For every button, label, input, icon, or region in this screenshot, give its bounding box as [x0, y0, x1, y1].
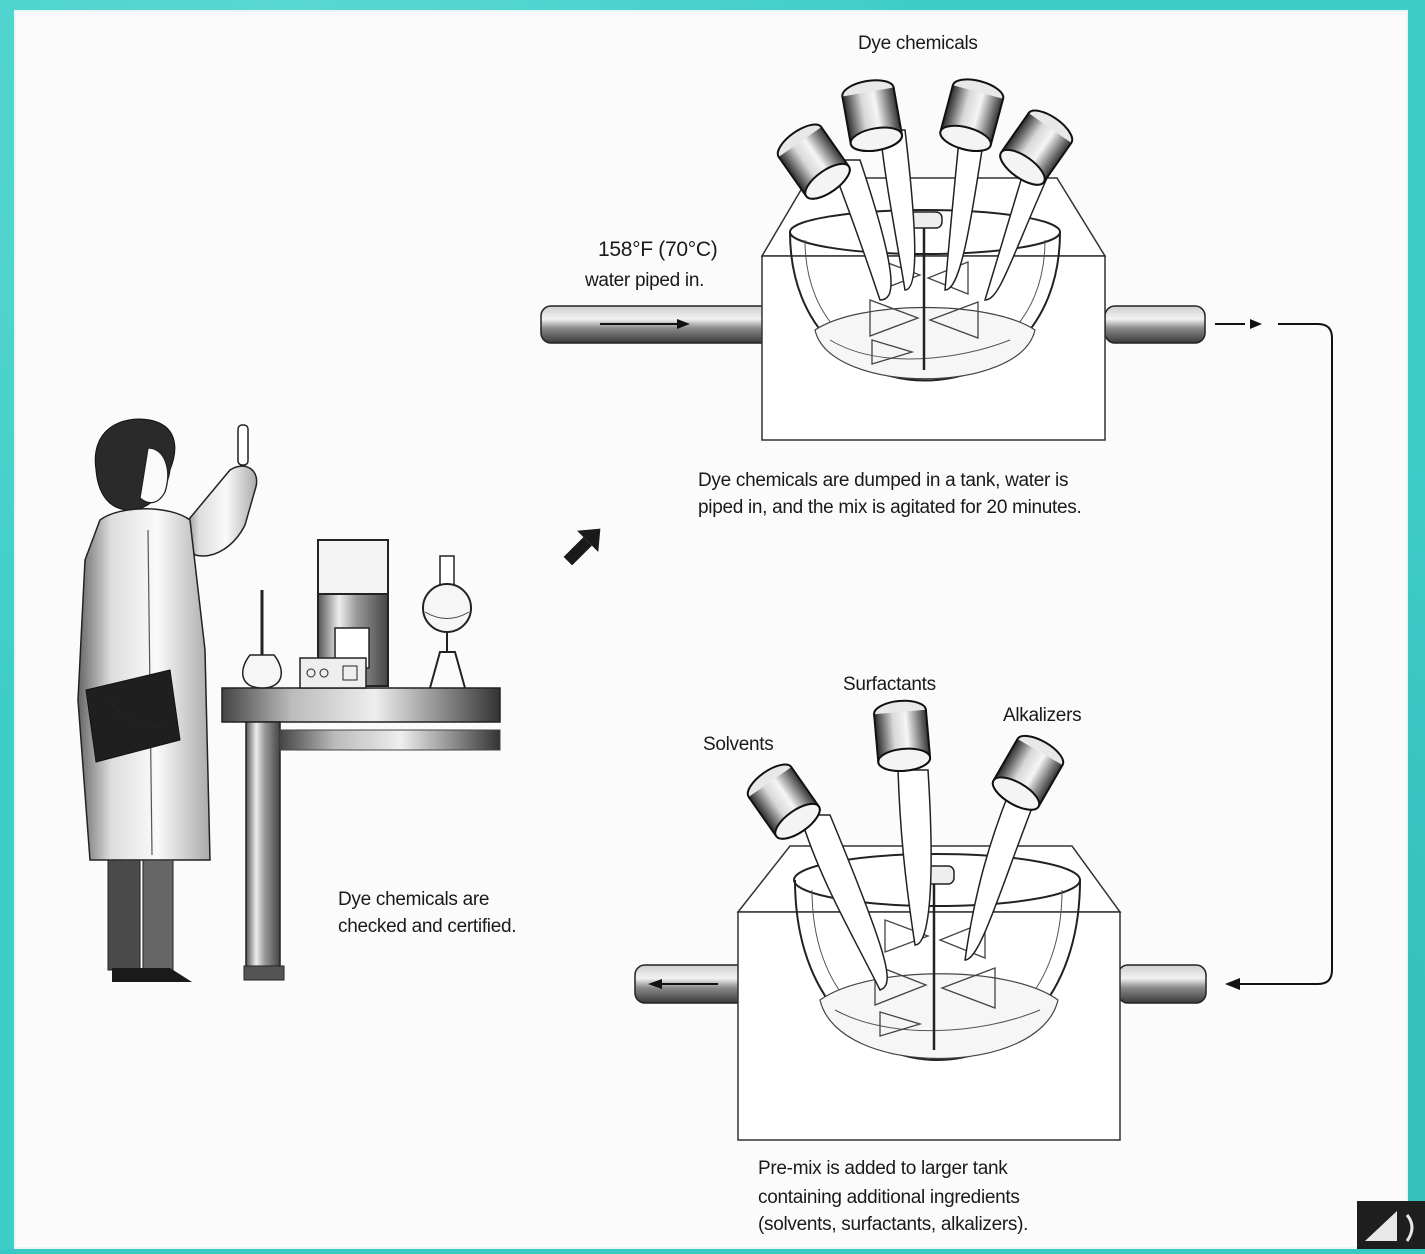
- label-temperature: 158°F (70°C): [598, 236, 717, 263]
- caption-left-line2: checked and certified.: [338, 913, 516, 940]
- label-dye-chemicals: Dye chemicals: [858, 30, 978, 57]
- bottom-mixing-tank: [635, 699, 1206, 1140]
- label-solvents: Solvents: [703, 731, 773, 758]
- connector-path: [1215, 319, 1332, 990]
- speaker-icon[interactable]: [1357, 1201, 1425, 1249]
- caption-top-line1: Dye chemicals are dumped in a tank, wate…: [698, 467, 1068, 494]
- caption-bottom-line3: (solvents, surfactants, alkalizers).: [758, 1211, 1028, 1238]
- caption-left-line1: Dye chemicals are: [338, 886, 489, 913]
- arrow-up-right-icon: [557, 518, 611, 572]
- label-surfactants: Surfactants: [843, 671, 936, 698]
- label-water-piped: water piped in.: [585, 267, 704, 294]
- caption-bottom-line1: Pre-mix is added to larger tank: [758, 1155, 1007, 1182]
- caption-top-line2: piped in, and the mix is agitated for 20…: [698, 494, 1081, 521]
- caption-bottom-line2: containing additional ingredients: [758, 1184, 1020, 1211]
- label-alkalizers: Alkalizers: [1003, 702, 1081, 729]
